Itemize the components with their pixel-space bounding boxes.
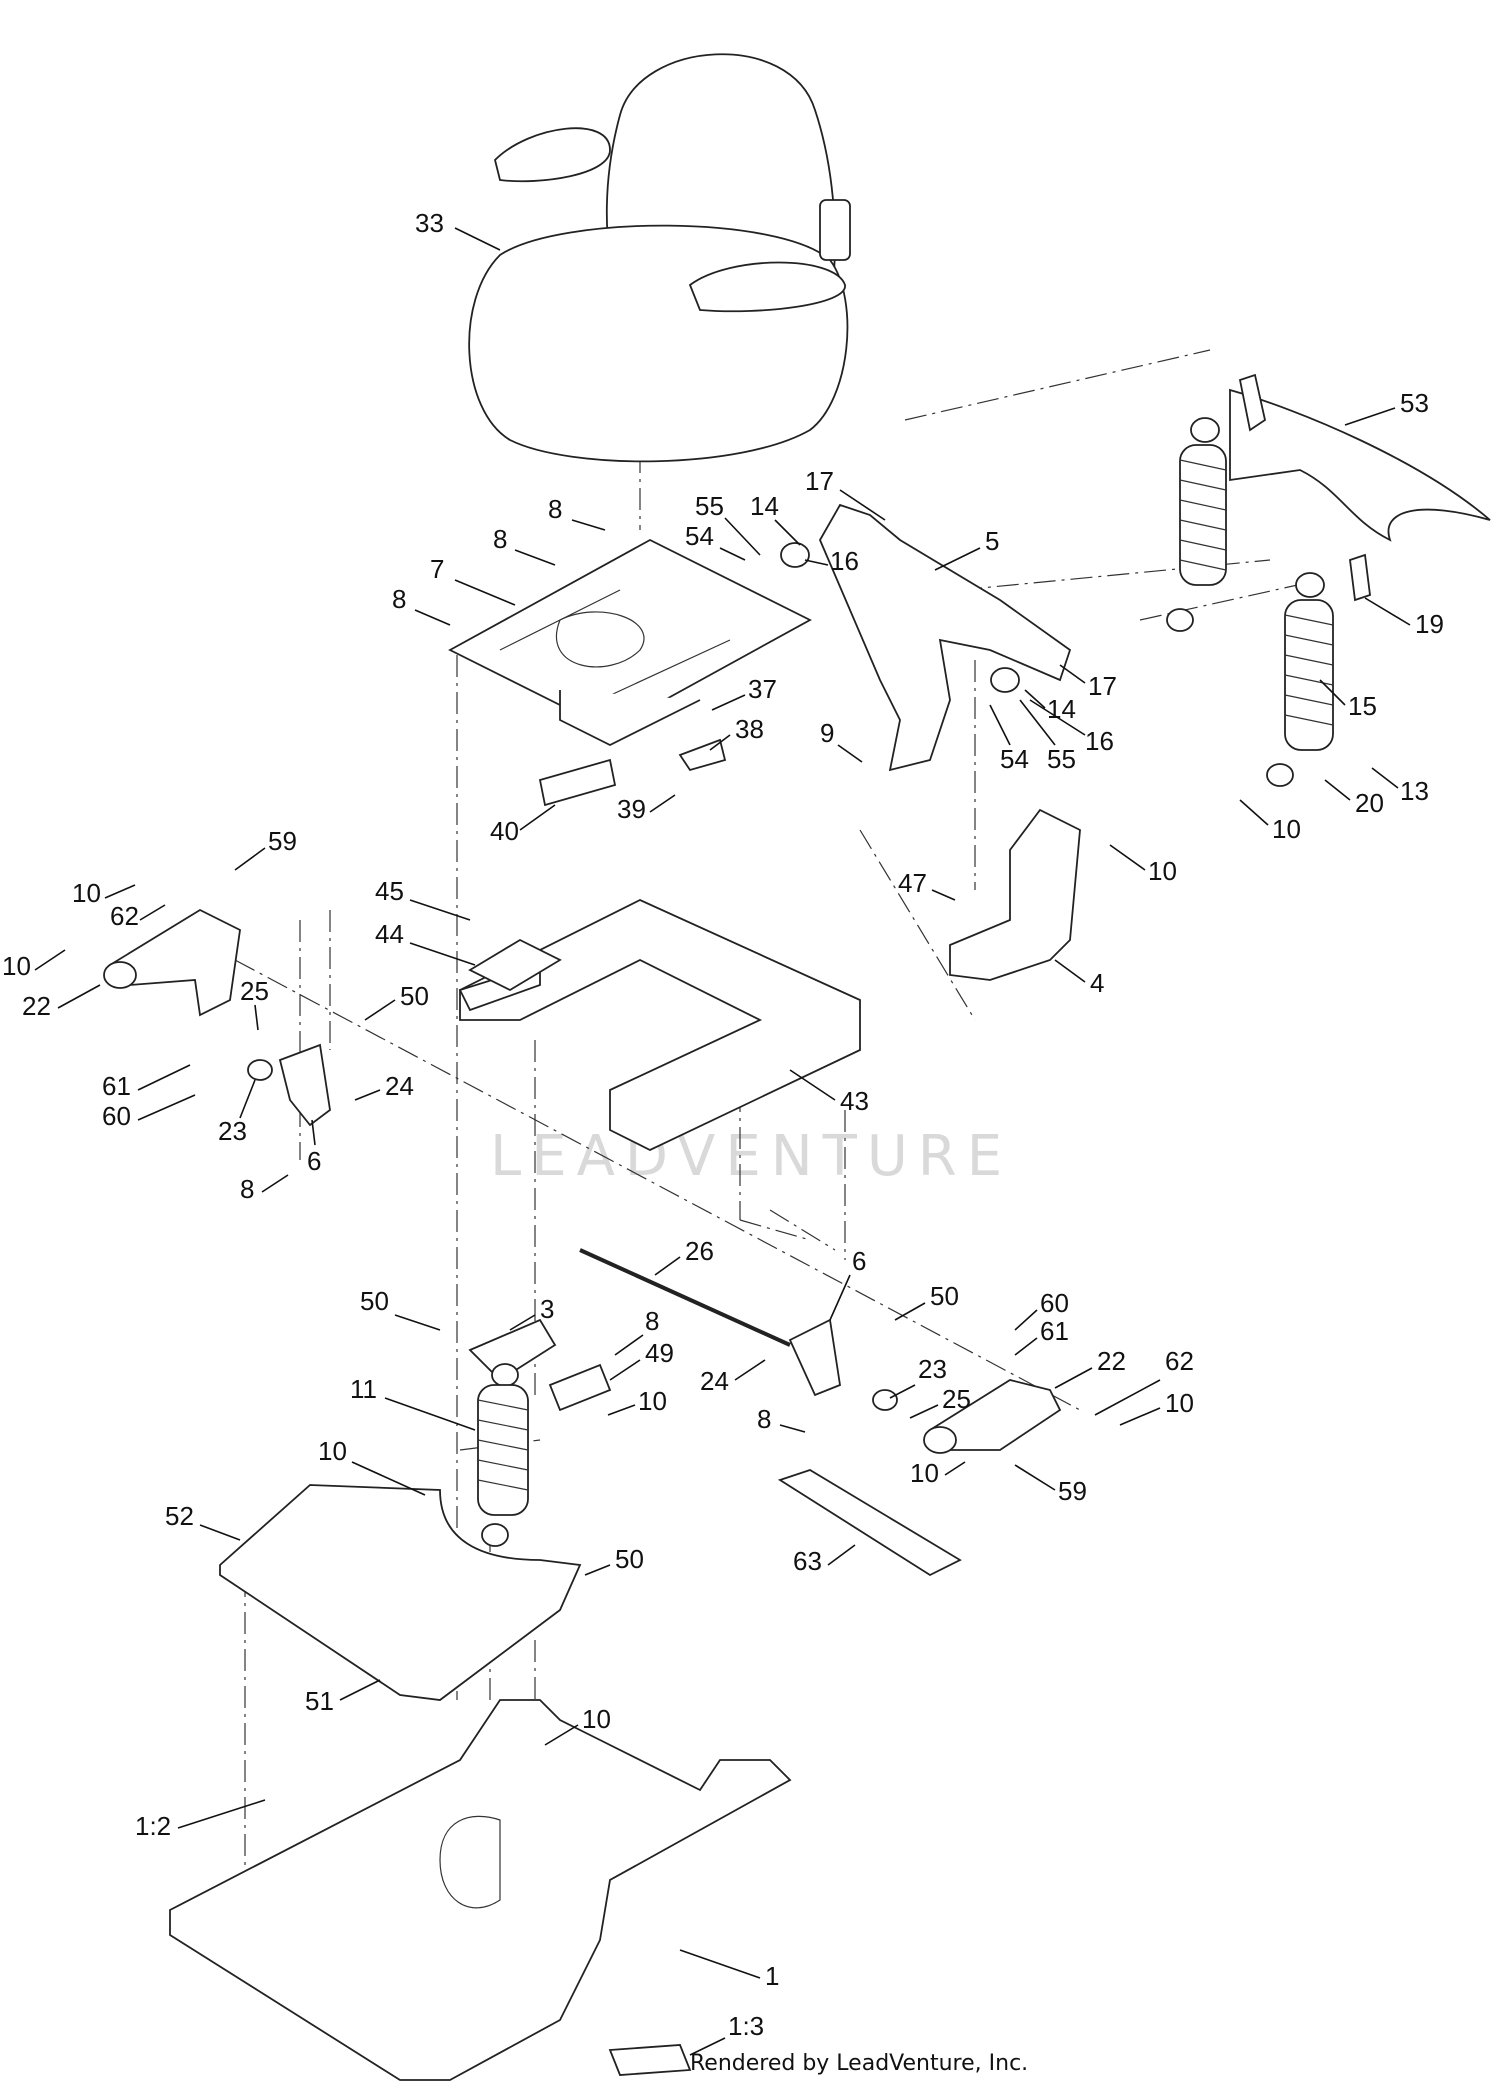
callout-8: 8: [392, 584, 406, 614]
callout-61: 61: [102, 1071, 131, 1101]
shock-absorber-upper: [1166, 417, 1227, 632]
callout-1-2: 1:2: [135, 1811, 171, 1841]
callout-40: 40: [490, 816, 519, 846]
linkage-right: [788, 1318, 1062, 1454]
callout-22: 22: [22, 991, 51, 1021]
callout-10: 10: [1165, 1388, 1194, 1418]
callout-25: 25: [240, 976, 269, 1006]
callout-6: 6: [307, 1146, 321, 1176]
floor-mat-part-51: [219, 1484, 582, 1701]
bracket-part-4: [949, 808, 1081, 981]
bracket-part-40: [538, 758, 617, 807]
seat-plate-part-7: [448, 538, 812, 747]
callout-10: 10: [1272, 814, 1301, 844]
callout-62: 62: [110, 901, 139, 931]
callout-10: 10: [638, 1386, 667, 1416]
seat-base-part-43: [458, 899, 861, 1152]
shock-absorber-part-11: [468, 1318, 612, 1547]
callout-16: 16: [830, 546, 859, 576]
callout-59: 59: [1058, 1476, 1087, 1506]
callout-10: 10: [582, 1704, 611, 1734]
callout-49: 49: [645, 1338, 674, 1368]
callout-22: 22: [1097, 1346, 1126, 1376]
callout-45: 45: [375, 876, 404, 906]
callout-1-3: 1:3: [728, 2011, 764, 2041]
callout-60: 60: [102, 1101, 131, 1131]
callout-10: 10: [318, 1436, 347, 1466]
callout-52: 52: [165, 1501, 194, 1531]
callout-19: 19: [1415, 609, 1444, 639]
callout-61: 61: [1040, 1316, 1069, 1346]
callout-53: 53: [1400, 388, 1429, 418]
credit-text: Rendered by LeadVenture, Inc.: [690, 2051, 1028, 2076]
callout-10: 10: [1148, 856, 1177, 886]
shock-absorber-part-15: [1266, 553, 1371, 787]
callout-3: 3: [540, 1294, 554, 1324]
callout-55: 55: [1047, 744, 1076, 774]
callout-14: 14: [750, 491, 779, 521]
callout-8: 8: [645, 1306, 659, 1336]
callout-14: 14: [1047, 694, 1076, 724]
callout-10: 10: [2, 951, 31, 981]
callout-8: 8: [757, 1404, 771, 1434]
callout-50: 50: [930, 1281, 959, 1311]
callout-17: 17: [1088, 671, 1117, 701]
plate-part-44: [468, 938, 562, 992]
callout-54: 54: [685, 521, 714, 551]
callout-10: 10: [910, 1458, 939, 1488]
frame-part-1: [169, 1699, 792, 2081]
callout-labels: 33 53 17 55 14 54 16 5 8 8 7 8 1: [2, 208, 1444, 2056]
callout-43: 43: [840, 1086, 869, 1116]
callout-44: 44: [375, 919, 404, 949]
callout-39: 39: [617, 794, 646, 824]
callout-13: 13: [1400, 776, 1429, 806]
callout-8: 8: [240, 1174, 254, 1204]
callout-4: 4: [1090, 968, 1104, 998]
bar-part-63: [777, 1469, 962, 1577]
callout-51: 51: [305, 1686, 334, 1716]
callout-17: 17: [805, 466, 834, 496]
watermark-text: LEADVENTURE: [490, 1124, 1012, 1189]
callout-1: 1: [765, 1961, 779, 1991]
callout-47: 47: [898, 868, 927, 898]
callout-59: 59: [268, 826, 297, 856]
callout-8: 8: [493, 524, 507, 554]
callout-50: 50: [400, 981, 429, 1011]
rod-part-26: [579, 1248, 791, 1347]
callout-25: 25: [942, 1384, 971, 1414]
shock-mount-part-53: [1229, 373, 1491, 542]
callout-20: 20: [1355, 788, 1384, 818]
callout-11: 11: [350, 1374, 377, 1404]
callout-54: 54: [1000, 744, 1029, 774]
callout-60: 60: [1040, 1288, 1069, 1318]
callout-50: 50: [615, 1544, 644, 1574]
linkage-left: [103, 908, 331, 1127]
seat-part-33: [468, 53, 851, 463]
callout-10: 10: [72, 878, 101, 908]
callout-24: 24: [700, 1366, 729, 1396]
callout-8: 8: [548, 494, 562, 524]
callout-62: 62: [1165, 1346, 1194, 1376]
seat-rail-part-5: [780, 503, 1072, 772]
callout-24: 24: [385, 1071, 414, 1101]
callout-6: 6: [852, 1246, 866, 1276]
callout-16: 16: [1085, 726, 1114, 756]
callout-63: 63: [793, 1546, 822, 1576]
callout-23: 23: [918, 1354, 947, 1384]
callout-7: 7: [430, 554, 444, 584]
callout-38: 38: [735, 714, 764, 744]
callout-55: 55: [695, 491, 724, 521]
callout-50: 50: [360, 1286, 389, 1316]
callout-15: 15: [1348, 691, 1377, 721]
callout-5: 5: [985, 526, 999, 556]
callout-23: 23: [218, 1116, 247, 1146]
callout-37: 37: [748, 674, 777, 704]
callout-26: 26: [685, 1236, 714, 1266]
callout-9: 9: [820, 718, 834, 748]
callout-33: 33: [415, 208, 444, 238]
